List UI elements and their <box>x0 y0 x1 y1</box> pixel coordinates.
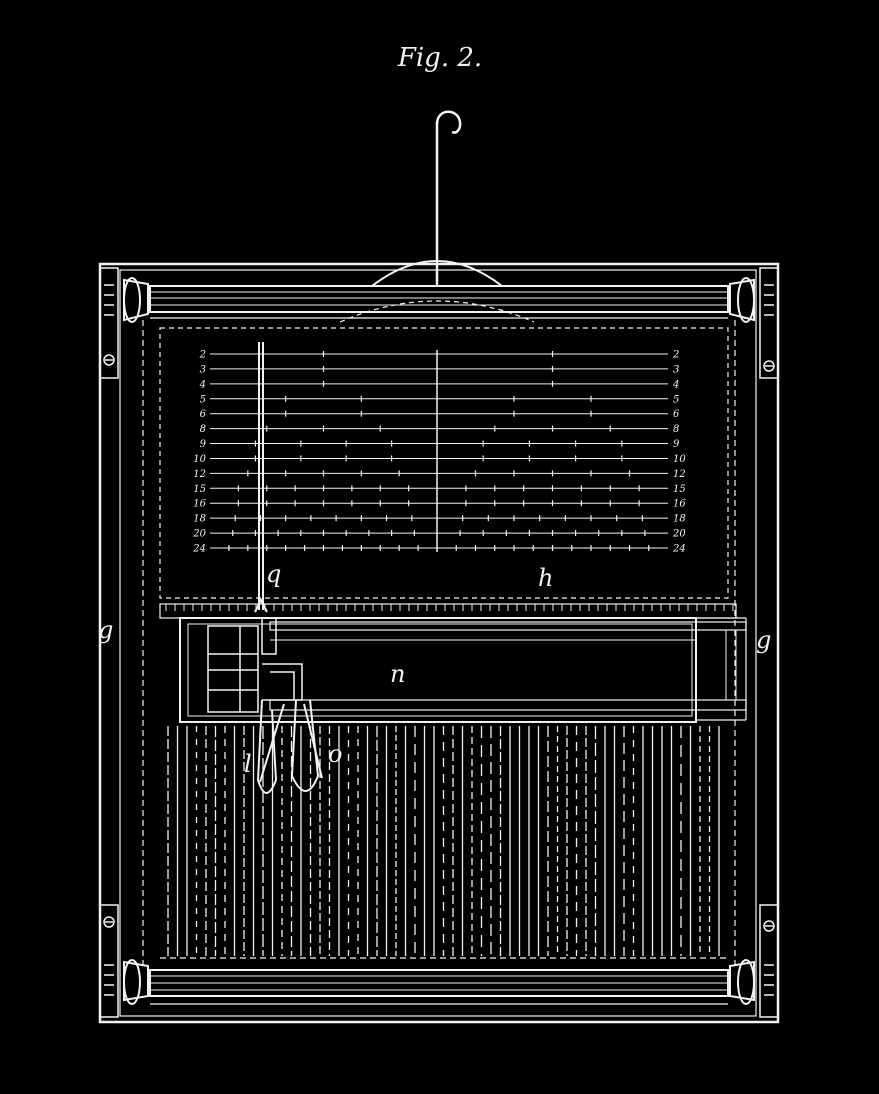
scale-label-right: 18 <box>673 514 686 525</box>
scale-labels-left: 2 3 4 5 6 8 9 10 12 15 16 18 20 24 <box>192 350 206 555</box>
scale-label-left: 4 <box>199 379 206 390</box>
scale-label-left: 10 <box>193 454 206 465</box>
scale-label-right: 15 <box>673 484 686 495</box>
scale-label-left: 20 <box>192 529 206 540</box>
scale-label-left: 24 <box>192 544 206 555</box>
scale-label-right: 6 <box>673 409 680 420</box>
hanger-dome <box>371 260 503 287</box>
chart-panel <box>159 327 729 599</box>
ruler-strip <box>159 603 737 619</box>
scale-lines <box>210 351 668 551</box>
ref-letter-q: q <box>266 560 281 588</box>
roller-spools <box>123 277 755 1005</box>
scale-label-right: 5 <box>673 394 679 405</box>
bottom-roller <box>149 969 729 1005</box>
carriage-block <box>207 617 303 713</box>
hanging-hook <box>435 110 462 286</box>
top-roller <box>149 285 729 319</box>
scale-label-right: 4 <box>672 379 679 390</box>
scale-label-right: 9 <box>673 439 680 450</box>
scale-label-left: 2 <box>199 350 206 361</box>
scale-label-right: 20 <box>672 529 686 540</box>
scale-label-right: 16 <box>673 499 686 510</box>
scale-labels-right: 2 3 4 5 6 8 9 10 12 15 16 18 20 24 <box>672 350 686 555</box>
scale-label-left: 16 <box>193 499 206 510</box>
side-brackets <box>99 267 779 1018</box>
outer-frame <box>98 262 780 1024</box>
scale-label-left: 18 <box>193 514 206 525</box>
scale-label-right: 10 <box>673 454 686 465</box>
ref-letter-n: n <box>390 660 405 688</box>
scale-label-left: 8 <box>200 424 206 435</box>
scale-label-right: 12 <box>673 469 686 480</box>
scale-label-left: 12 <box>193 469 206 480</box>
scale-label-right: 24 <box>672 544 686 555</box>
scale-label-left: 3 <box>200 364 206 375</box>
scale-label-left: 6 <box>200 409 207 420</box>
figure-title: Fig. 2. <box>397 43 482 73</box>
loop-springs <box>256 699 323 794</box>
warp-threads <box>167 726 720 956</box>
scale-label-right: 3 <box>673 364 679 375</box>
ref-letter-l: l <box>244 750 252 778</box>
scale-label-left: 15 <box>193 484 206 495</box>
ref-letter-g-left: g <box>98 616 113 644</box>
scale-label-right: 2 <box>672 350 679 361</box>
carriage <box>179 617 747 723</box>
ref-letter-g-right: g <box>756 626 771 654</box>
hanger-dome-lower <box>339 300 535 323</box>
scale-label-left: 9 <box>200 439 207 450</box>
scale-label-right: 8 <box>673 424 679 435</box>
scale-label-left: 5 <box>200 394 206 405</box>
ref-letter-h: h <box>538 564 553 592</box>
bracket-screws <box>103 354 775 932</box>
ref-letter-o: o <box>328 740 342 768</box>
